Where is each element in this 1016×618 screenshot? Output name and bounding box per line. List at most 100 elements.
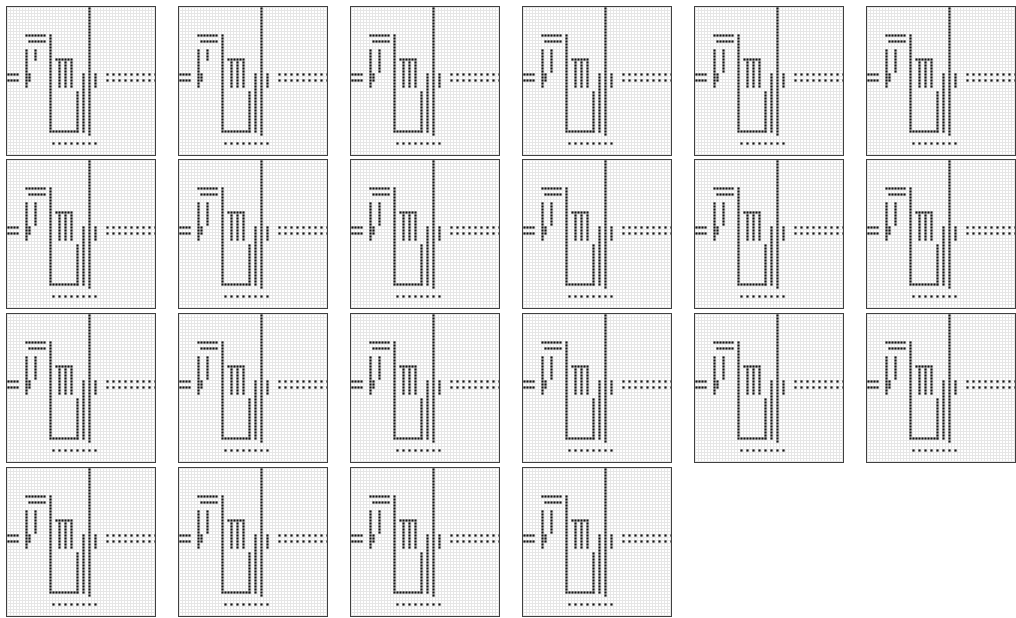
pattern-dot xyxy=(260,495,262,497)
pattern-dot xyxy=(918,214,920,216)
pattern-dot xyxy=(82,244,84,246)
pattern-dot xyxy=(64,522,66,524)
pattern-dot xyxy=(652,79,654,81)
pattern-dot xyxy=(402,217,404,219)
pattern-dot xyxy=(260,398,262,400)
pattern-dot xyxy=(776,172,778,174)
pattern-dot xyxy=(942,124,944,126)
pattern-dot xyxy=(580,85,582,87)
pattern-dot xyxy=(918,449,920,451)
pattern-dot xyxy=(713,383,715,385)
pattern-dot xyxy=(776,103,778,105)
pattern-dot xyxy=(713,392,715,394)
pattern-dot xyxy=(930,85,932,87)
pattern-dot xyxy=(393,398,395,400)
pattern-dot xyxy=(112,386,114,388)
pattern-dot xyxy=(550,362,552,364)
pattern-dot xyxy=(266,537,268,539)
pattern-dot xyxy=(314,534,316,536)
pattern-dot xyxy=(565,419,567,421)
pattern-dot xyxy=(565,79,567,81)
pattern-dot xyxy=(426,389,428,391)
pattern-dot xyxy=(713,377,715,379)
pattern-dot xyxy=(254,91,256,93)
pattern-dot xyxy=(320,534,322,536)
pattern-dot xyxy=(408,214,410,216)
pattern-dot xyxy=(948,226,950,228)
pattern-dot xyxy=(414,295,416,297)
pattern-dot xyxy=(49,401,51,403)
pattern-dot xyxy=(52,130,54,132)
pattern-dot xyxy=(592,112,594,114)
pattern-dot xyxy=(266,543,268,545)
pattern-dot xyxy=(604,528,606,530)
pattern-dot xyxy=(1008,232,1010,234)
pattern-dot xyxy=(82,380,84,382)
pattern-dot xyxy=(314,232,316,234)
pattern-dot xyxy=(936,265,938,267)
dot-pattern xyxy=(523,468,672,617)
pattern-dot xyxy=(260,320,262,322)
pattern-dot xyxy=(393,543,395,545)
pattern-dot xyxy=(260,160,262,162)
pattern-dot xyxy=(58,437,60,439)
pattern-dot xyxy=(556,34,558,36)
pattern-dot xyxy=(722,220,724,222)
pattern-dot xyxy=(326,226,328,228)
pattern-dot xyxy=(378,377,380,379)
pattern-dot xyxy=(260,404,262,406)
pattern-dot xyxy=(76,274,78,276)
pattern-dot xyxy=(236,58,238,60)
pattern-dot xyxy=(432,76,434,78)
pattern-dot xyxy=(592,573,594,575)
pattern-dot xyxy=(260,106,262,108)
pattern-dot xyxy=(25,61,27,63)
pattern-dot xyxy=(393,106,395,108)
pattern-dot xyxy=(565,235,567,237)
pattern-dot xyxy=(64,235,66,237)
pattern-dot xyxy=(28,540,30,542)
pattern-dot xyxy=(260,220,262,222)
pattern-dot xyxy=(432,133,434,135)
pattern-dot xyxy=(88,46,90,48)
pattern-dot xyxy=(909,214,911,216)
pattern-dot xyxy=(565,205,567,207)
pattern-dot xyxy=(49,256,51,258)
pattern-dot xyxy=(776,181,778,183)
pattern-dot xyxy=(88,540,90,542)
pattern-dot xyxy=(49,371,51,373)
pattern-dot xyxy=(432,142,434,144)
pattern-dot xyxy=(918,61,920,63)
pattern-dot xyxy=(604,79,606,81)
pattern-dot xyxy=(924,61,926,63)
pattern-dot xyxy=(224,449,226,451)
pattern-dot xyxy=(592,115,594,117)
pattern-dot xyxy=(82,253,84,255)
pattern-dot xyxy=(713,61,715,63)
pattern-dot xyxy=(16,386,18,388)
pattern-dot xyxy=(574,58,576,60)
pattern-dot xyxy=(405,283,407,285)
pattern-dot xyxy=(498,226,500,228)
pattern-dot xyxy=(770,380,772,382)
pattern-dot xyxy=(737,55,739,57)
pattern-dot xyxy=(200,386,202,388)
pattern-dot xyxy=(118,386,120,388)
pattern-dot xyxy=(752,211,754,213)
pattern-dot xyxy=(25,187,27,189)
pattern-dot xyxy=(652,380,654,382)
pattern-dot xyxy=(242,217,244,219)
pattern-dot xyxy=(248,121,250,123)
pattern-dot xyxy=(248,588,250,590)
pattern-dot xyxy=(420,283,422,285)
pattern-dot xyxy=(28,73,30,75)
pattern-dot xyxy=(909,91,911,93)
pattern-dot xyxy=(308,386,310,388)
pattern-dot xyxy=(565,70,567,72)
pattern-dot xyxy=(130,232,132,234)
pattern-dot xyxy=(764,437,766,439)
pattern-dot xyxy=(776,229,778,231)
pattern-dot xyxy=(185,540,187,542)
pattern-dot xyxy=(541,519,543,521)
pattern-dot xyxy=(34,513,36,515)
